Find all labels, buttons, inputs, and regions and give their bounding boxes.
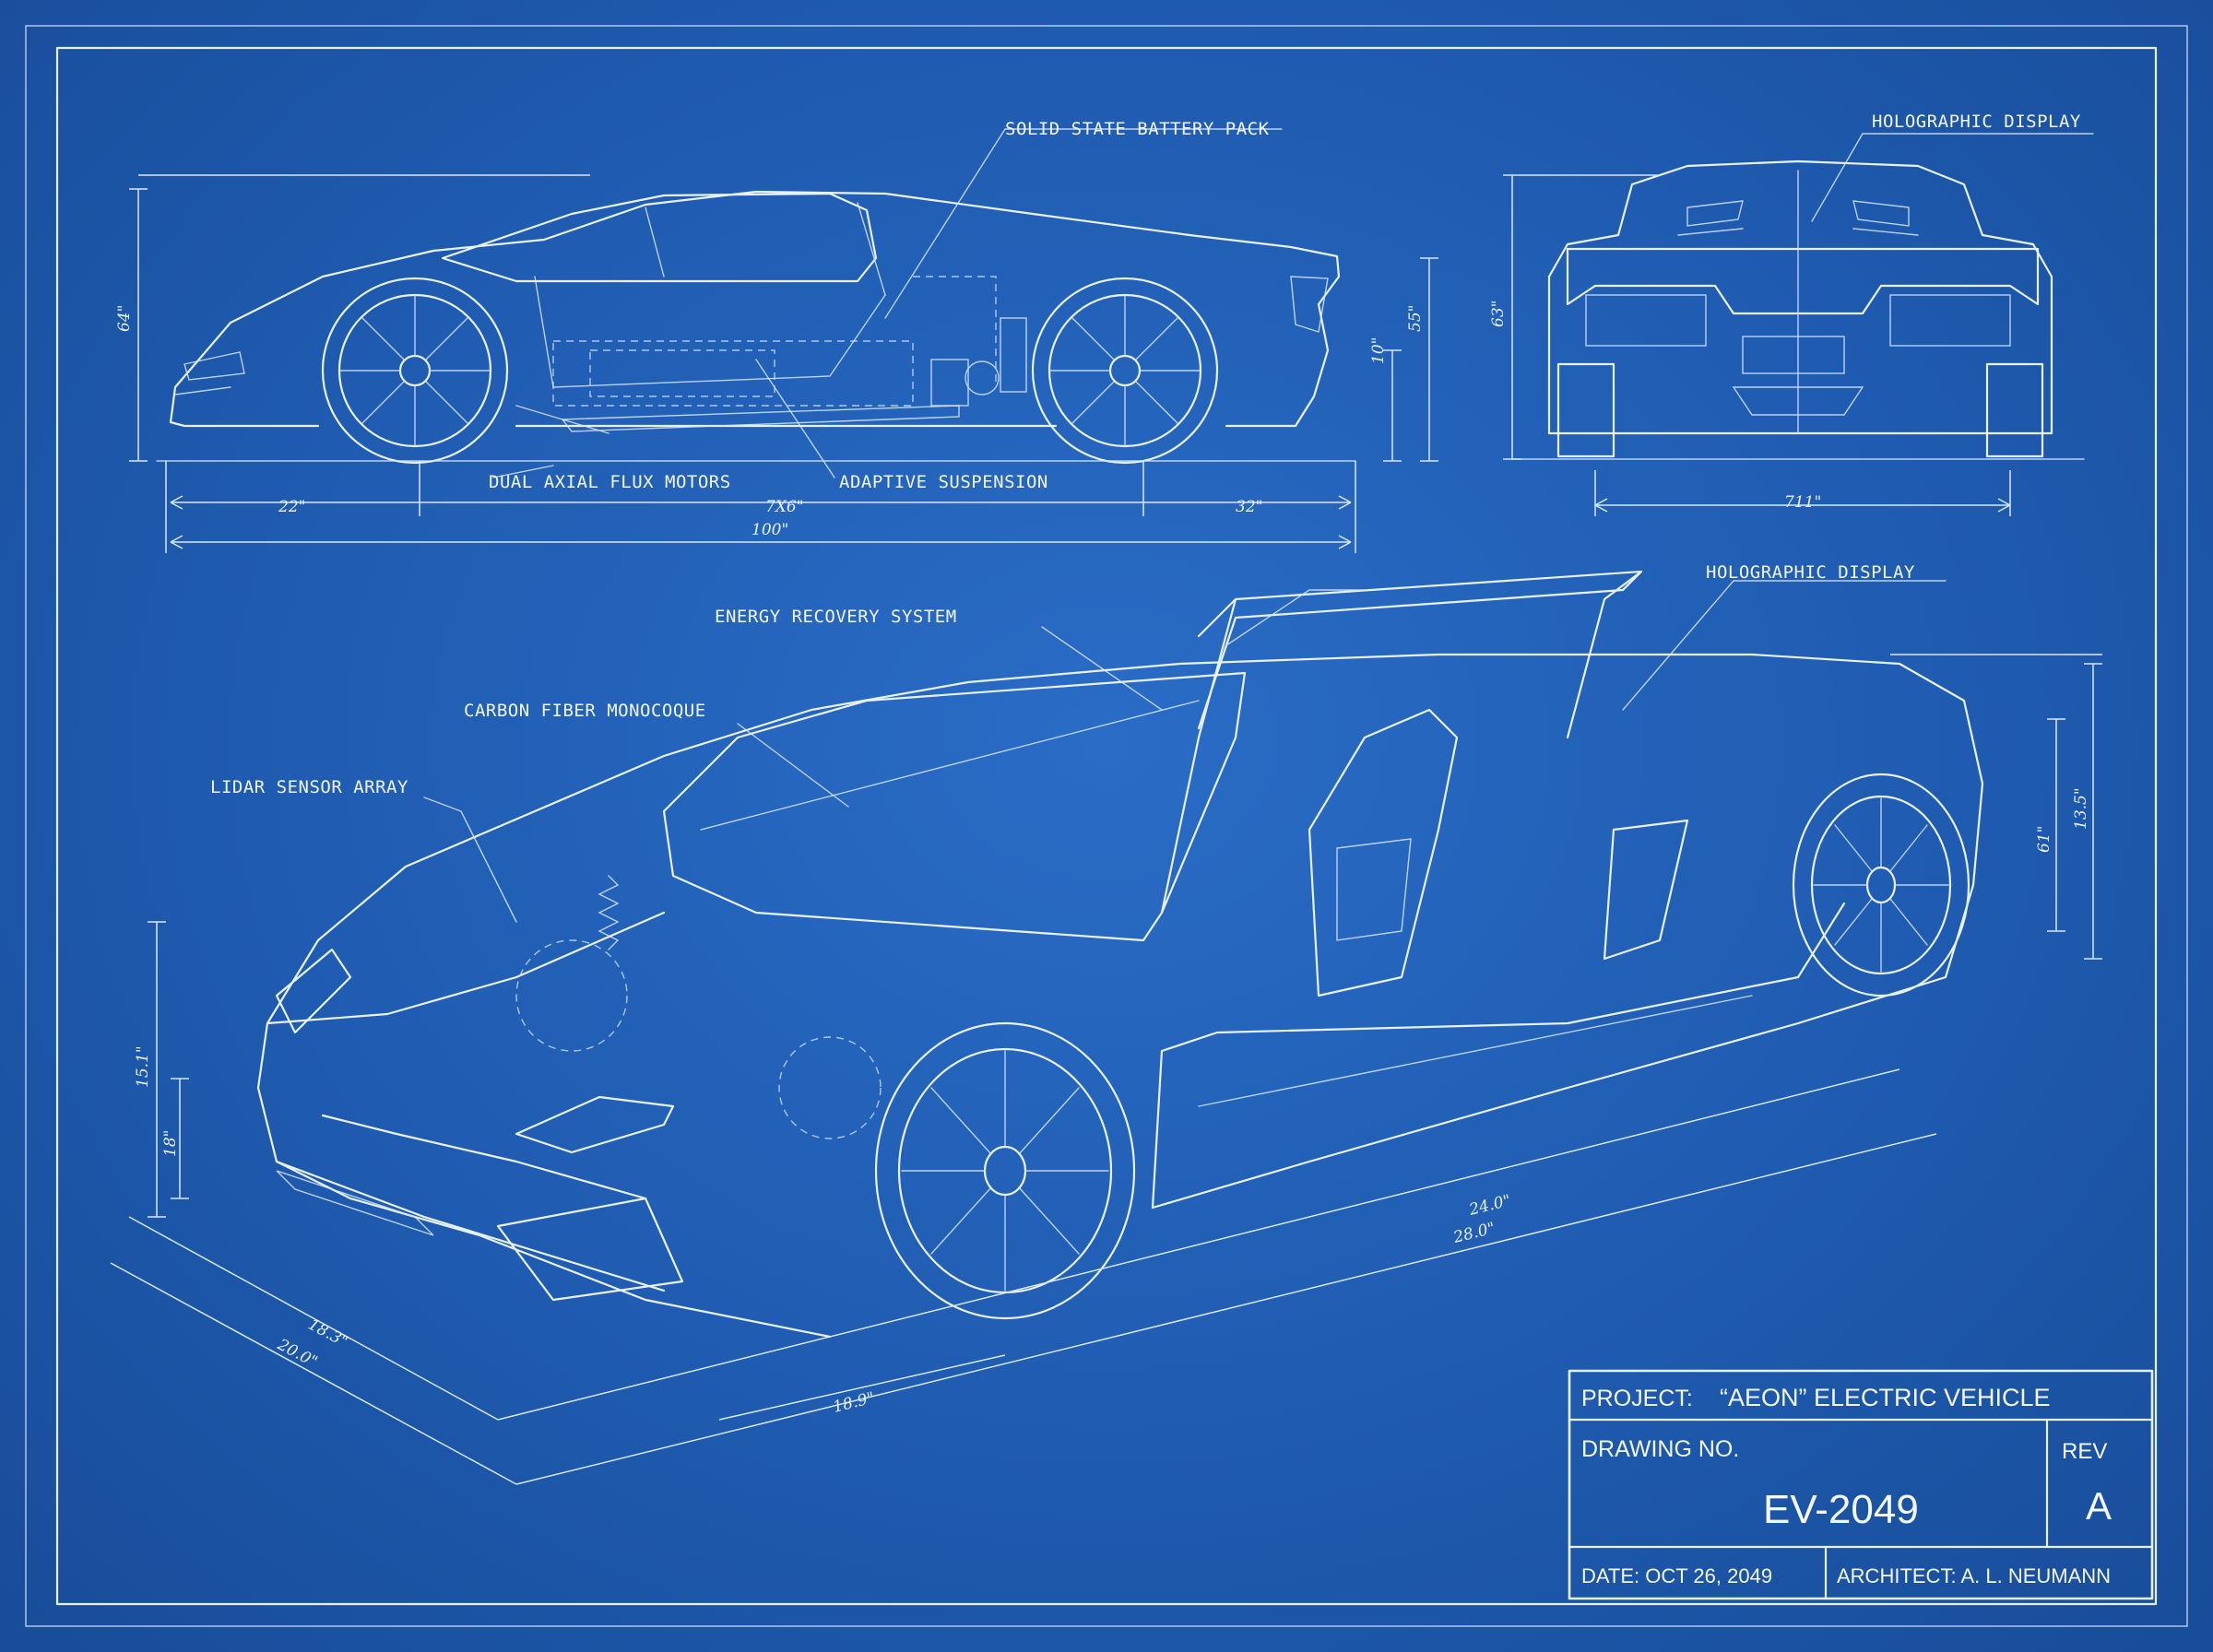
dim-side-height: 64" [115,305,134,332]
dim-rear-height: 63" [1489,301,1508,327]
dim-side-wheel-height: 55" [1406,305,1425,332]
project-value: “AEON” ELECTRIC VEHICLE [1720,1384,2051,1411]
iso-view [110,570,2102,1485]
dim-iso-width-inner: 18.3" [305,1316,351,1351]
label-carbon-fiber-monocoque: CARBON FIBER MONOCOQUE [464,701,706,721]
label-dual-axial-flux-motors: DUAL AXIAL FLUX MOTORS [489,472,731,492]
dim-iso-length-outer: 28.0" [1450,1219,1497,1247]
date-text: DATE: OCT 26, 2049 [1581,1564,1772,1587]
dim-iso-rear-height: 13.5" [2072,787,2090,830]
label-lidar-sensor-array: LIDAR SENSOR ARRAY [210,777,408,797]
outer-border [25,25,2188,1627]
rear-view [1503,133,2094,516]
inner-border [55,46,2158,1606]
rev-value: A [2086,1484,2112,1528]
project-label: PROJECT: [1581,1386,1693,1411]
title-block: PROJECT: “AEON” ELECTRIC VEHICLE DRAWING… [1568,1369,2154,1600]
label-holographic-display-iso: HOLOGRAPHIC DISPLAY [1706,562,1915,583]
drawing-label: DRAWING NO. [1581,1436,1739,1462]
dim-side-front-overhang: 22" [278,498,305,516]
dim-iso-width-outer: 20.0" [274,1335,321,1372]
dim-iso-front-height: 15.1" [134,1045,152,1088]
dim-iso-rear-wheel: 61" [2035,826,2053,853]
dim-side-wheelbase: 7X6" [765,498,804,516]
dim-iso-length-inner: 24.0" [1466,1191,1512,1220]
architect-text: ARCHITECT: A. L. NEUMANN [1837,1564,2111,1587]
dim-side-total-length: 100" [751,521,788,539]
label-adaptive-suspension: ADAPTIVE SUSPENSION [839,472,1048,492]
dim-side-axle-height: 10" [1369,337,1388,364]
label-solid-state-battery: SOLID STATE BATTERY PACK [1005,119,1270,139]
label-energy-recovery-system: ENERGY RECOVERY SYSTEM [715,607,957,627]
side-view [129,128,1438,553]
dim-iso-bumper-height: 18" [161,1130,180,1157]
dim-side-rear-overhang: 32" [1236,498,1262,516]
label-holographic-display-rear: HOLOGRAPHIC DISPLAY [1872,112,2081,132]
rev-label: REV [2062,1439,2107,1464]
drawing-value: EV-2049 [1763,1487,1919,1532]
dim-rear-width: 711" [1784,493,1821,512]
